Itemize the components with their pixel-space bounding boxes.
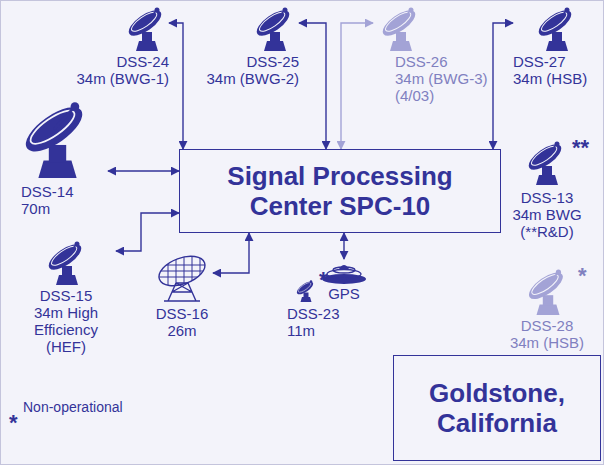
antenna-node: DSS-25 34m (BWG-2)	[201, 5, 299, 87]
antenna-icon	[253, 6, 293, 51]
antenna-label: DSS-14 70m	[21, 183, 108, 217]
antenna-node: * DSS-28 34m (HSB)	[506, 267, 588, 351]
antenna-node: DSS-14 70m	[13, 97, 108, 217]
gps-icon	[322, 265, 366, 284]
link-arrow	[169, 23, 183, 149]
link-arrow	[343, 233, 344, 259]
antenna-label: DSS-15 34m High Efficiency (HEF)	[16, 287, 116, 355]
link-arrow	[299, 23, 326, 149]
antenna-node: DSS-16 26m	[151, 253, 213, 339]
antenna-label: DSS-25 34m (BWG-2)	[201, 53, 299, 87]
antenna-label: DSS-27 34m (HSB)	[513, 53, 593, 87]
antenna-icon	[379, 6, 419, 51]
antenna-icon	[295, 279, 315, 302]
link-arrow	[213, 233, 249, 273]
link-arrow	[341, 23, 373, 149]
link-arrow	[108, 170, 179, 171]
box-title: Goldstone, California	[429, 378, 565, 438]
antenna-icon	[525, 268, 567, 315]
antenna-icon	[45, 240, 85, 285]
antenna-node: DSS-15 34m High Efficiency (HEF)	[16, 239, 116, 355]
antenna-icon	[535, 6, 575, 51]
link-arrow	[116, 213, 179, 251]
antenna-node: *DSS-23 11m	[283, 273, 343, 339]
link-arrow	[493, 23, 513, 149]
note-text: Non-operational	[23, 399, 123, 415]
location-box: Goldstone, California	[393, 355, 601, 461]
status-mark: *	[319, 269, 328, 291]
antenna-node: DSS-27 34m (HSB)	[513, 5, 593, 87]
antenna-label: GPS	[319, 285, 369, 302]
status-mark: **	[572, 137, 589, 159]
gps-node: GPS	[319, 259, 369, 302]
antenna-node: ** DSS-13 34m BWG (**R&D)	[506, 139, 588, 240]
antenna-label: DSS-24 34m (BWG-1)	[73, 53, 169, 87]
antenna-label: DSS-26 34m (BWG-3) (4/03)	[395, 53, 493, 104]
antenna-node: DSS-26 34m (BWG-3) (4/03)	[373, 5, 493, 104]
antenna-icon	[19, 99, 89, 178]
antenna-label: DSS-13 34m BWG (**R&D)	[506, 189, 588, 240]
antenna-icon	[125, 6, 165, 51]
antenna-label: DSS-16 26m	[151, 305, 213, 339]
antenna-icon	[525, 140, 565, 185]
lattice-antenna-icon	[154, 251, 210, 301]
status-mark: *	[9, 411, 18, 435]
processing-center-box: Signal Processing Center SPC-10	[179, 149, 501, 233]
box-title: Signal Processing Center SPC-10	[227, 161, 452, 221]
antenna-node: DSS-24 34m (BWG-1)	[73, 5, 169, 87]
antenna-label: DSS-23 11m	[287, 305, 343, 339]
antenna-label: DSS-28 34m (HSB)	[506, 317, 588, 351]
status-mark: *	[578, 265, 587, 287]
